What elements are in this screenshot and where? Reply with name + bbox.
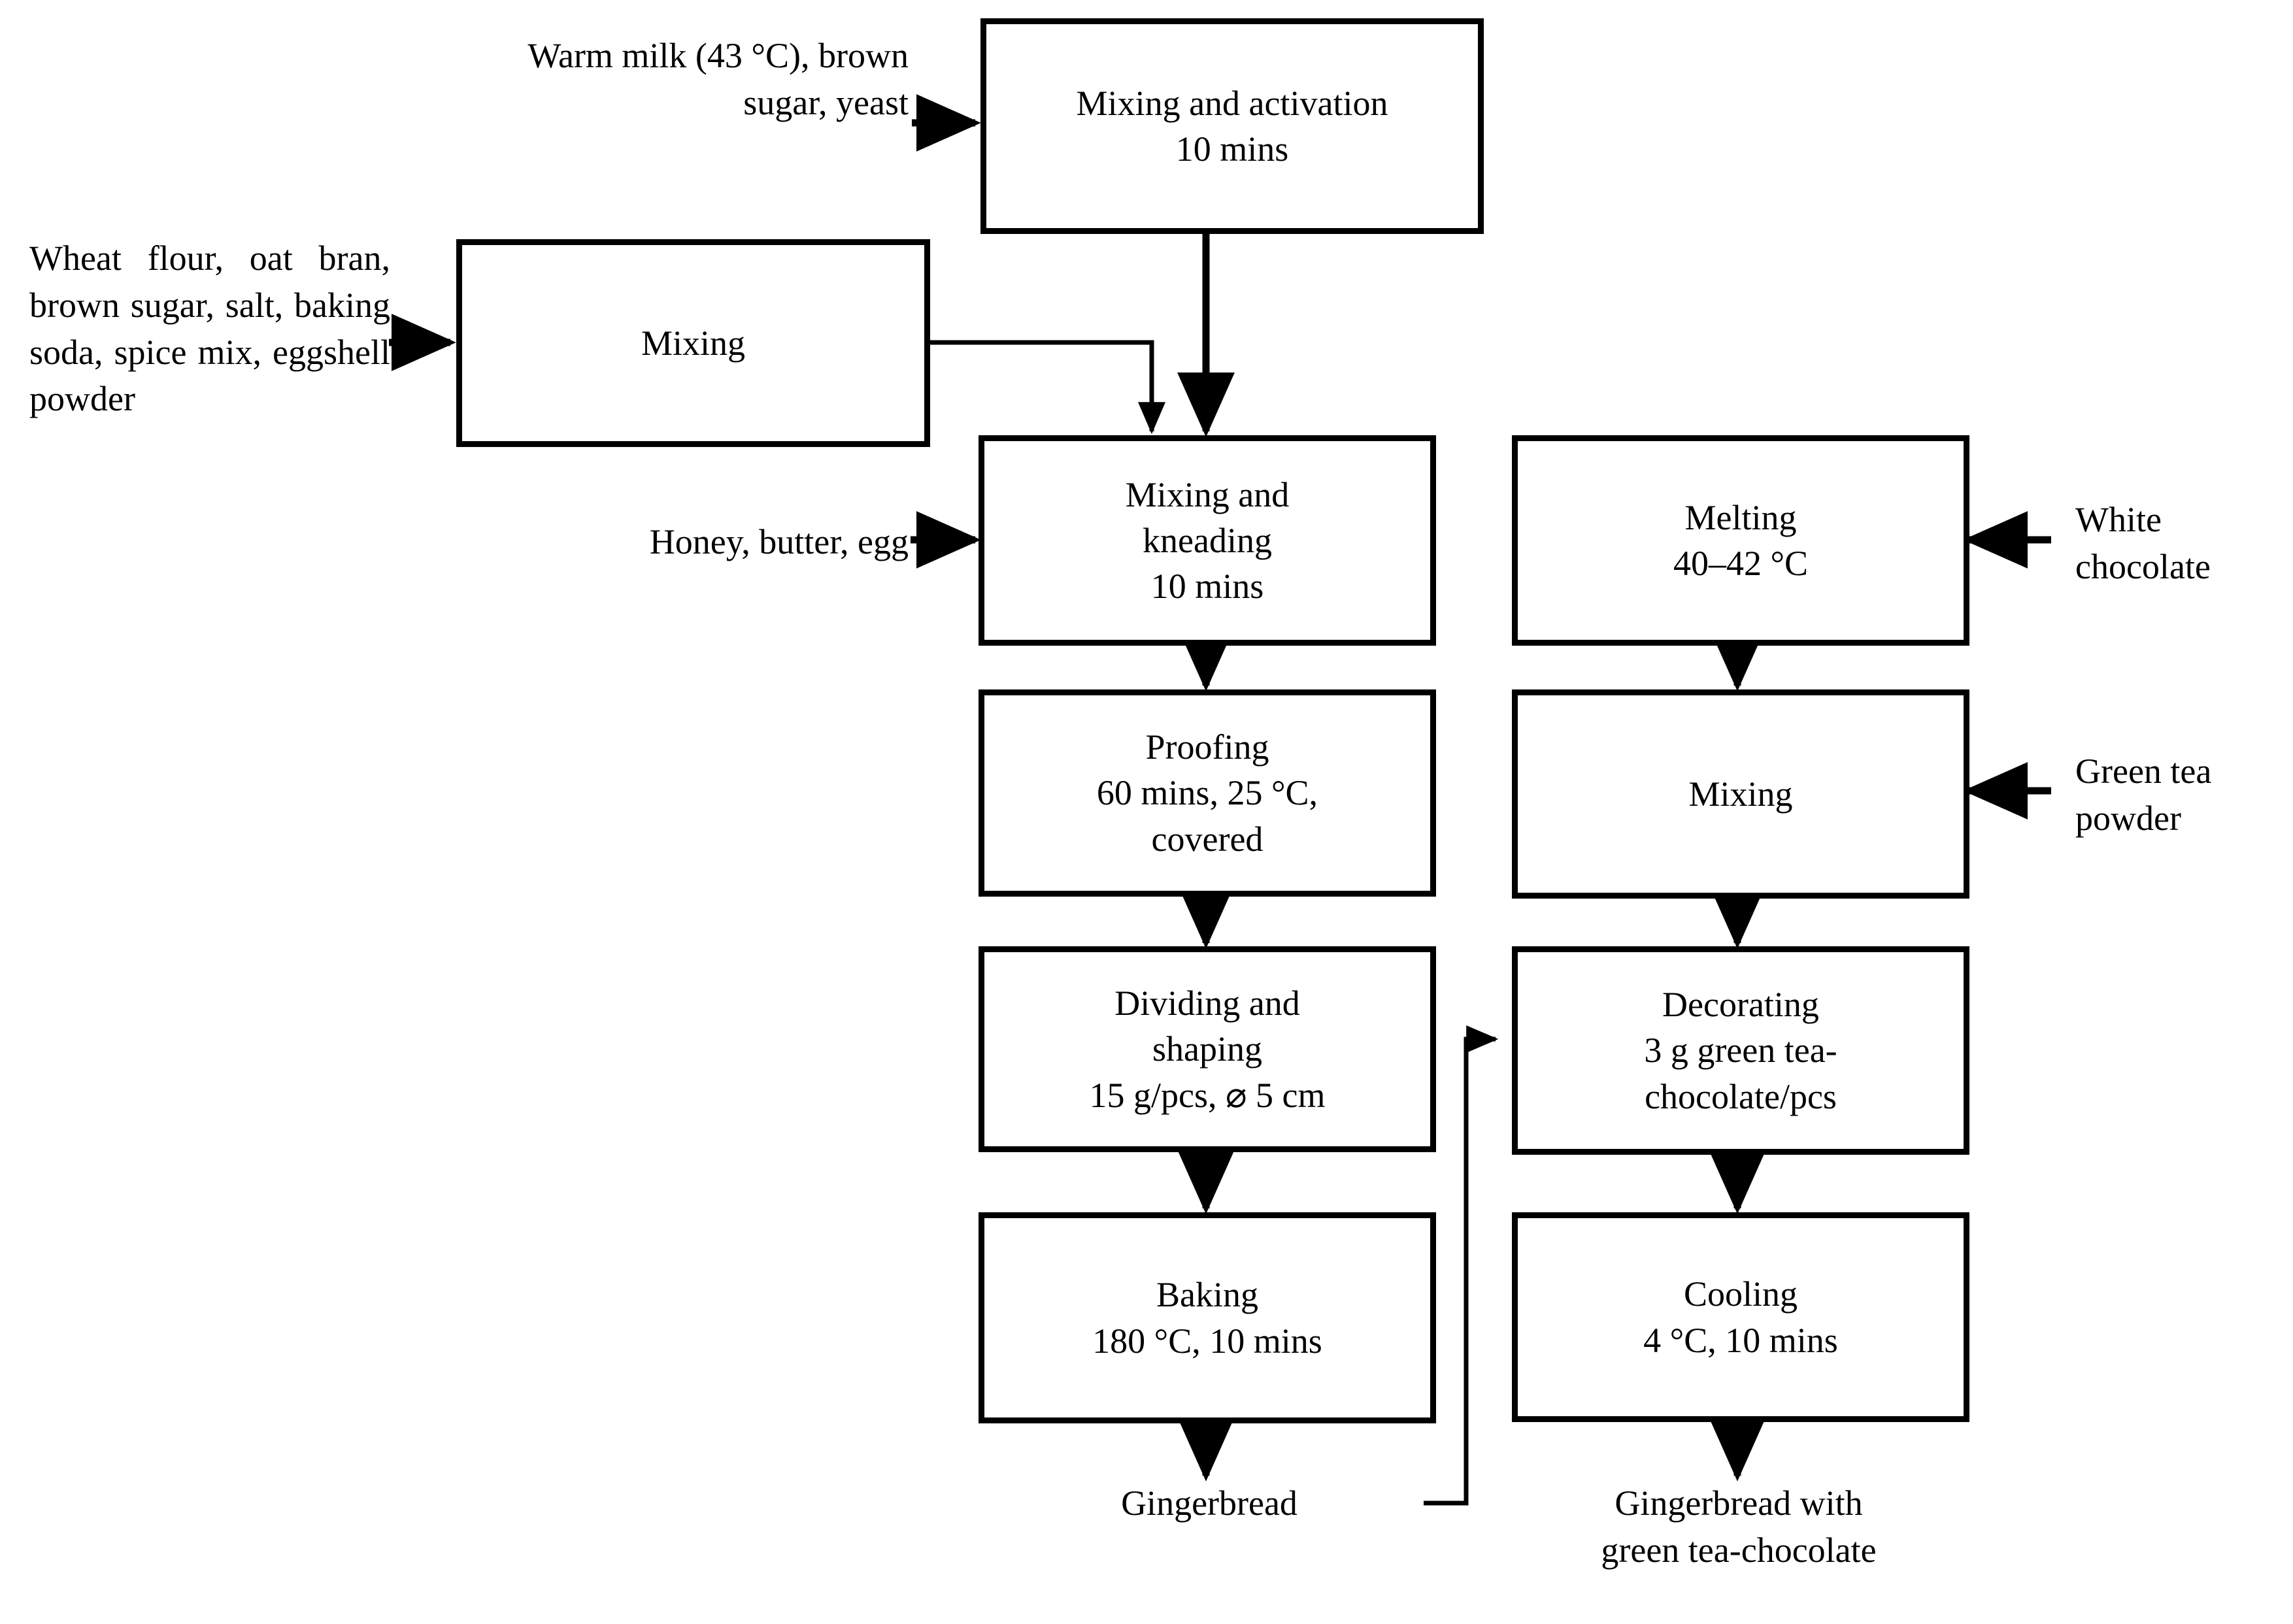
- node-proofing[interactable]: Proofing 60 mins, 25 °C, covered: [979, 689, 1436, 897]
- node-line: 40–42 °C: [1673, 544, 1809, 583]
- input-warm-milk: Warm milk (43 °C), brown sugar, yeast: [527, 36, 909, 122]
- input-white-chocolate: White chocolate: [2075, 500, 2211, 586]
- node-line: Mixing: [1688, 774, 1793, 814]
- output-gingerbread-final: Gingerbread with green tea-chocolate: [1601, 1483, 1877, 1570]
- node-line: kneading: [1143, 520, 1272, 560]
- node-baking[interactable]: Baking 180 °C, 10 mins: [979, 1212, 1436, 1423]
- node-line: shaping: [1152, 1029, 1262, 1069]
- input-green-tea-powder: Green tea powder: [2075, 752, 2212, 838]
- node-line: Proofing: [1145, 727, 1269, 767]
- node-line: chocolate/pcs: [1645, 1076, 1837, 1116]
- node-line: covered: [1151, 819, 1264, 859]
- node-line: Mixing and activation: [1076, 83, 1388, 123]
- node-line: Baking: [1156, 1275, 1258, 1315]
- node-line: Mixing: [641, 323, 746, 363]
- node-mixing-and-activation[interactable]: Mixing and activation 10 mins: [980, 18, 1484, 234]
- node-line: Melting: [1684, 497, 1797, 537]
- node-cooling[interactable]: Cooling 4 °C, 10 mins: [1512, 1212, 1969, 1422]
- node-line: Dividing and: [1114, 984, 1300, 1023]
- node-line: Mixing and: [1125, 474, 1290, 514]
- node-line: 4 °C, 10 mins: [1643, 1320, 1838, 1360]
- node-line: 3 g green tea-: [1644, 1031, 1837, 1070]
- node-mixing-chocolate[interactable]: Mixing: [1512, 689, 1969, 899]
- node-line: 60 mins, 25 °C,: [1096, 773, 1318, 813]
- node-line: 15 g/pcs, ⌀ 5 cm: [1089, 1075, 1326, 1115]
- node-decorating[interactable]: Decorating 3 g green tea- chocolate/pcs: [1512, 946, 1969, 1155]
- input-dry-ingredients: Wheat flour, oat bran, brown sugar, salt…: [29, 239, 390, 419]
- node-line: 10 mins: [1175, 129, 1289, 169]
- node-line: Cooling: [1683, 1274, 1798, 1314]
- node-mixing-dry[interactable]: Mixing: [456, 239, 930, 447]
- output-gingerbread: Gingerbread: [1121, 1483, 1297, 1523]
- node-line: 10 mins: [1150, 567, 1264, 606]
- input-honey-butter-egg: Honey, butter, egg: [649, 522, 909, 561]
- node-mixing-and-kneading[interactable]: Mixing and kneading 10 mins: [979, 435, 1436, 646]
- node-line: Decorating: [1662, 985, 1819, 1025]
- node-line: 180 °C, 10 mins: [1092, 1321, 1322, 1361]
- edge-mixing-to-kneading: [928, 340, 1165, 435]
- node-melting[interactable]: Melting 40–42 °C: [1512, 435, 1969, 646]
- node-dividing-and-shaping[interactable]: Dividing and shaping 15 g/pcs, ⌀ 5 cm: [979, 946, 1436, 1152]
